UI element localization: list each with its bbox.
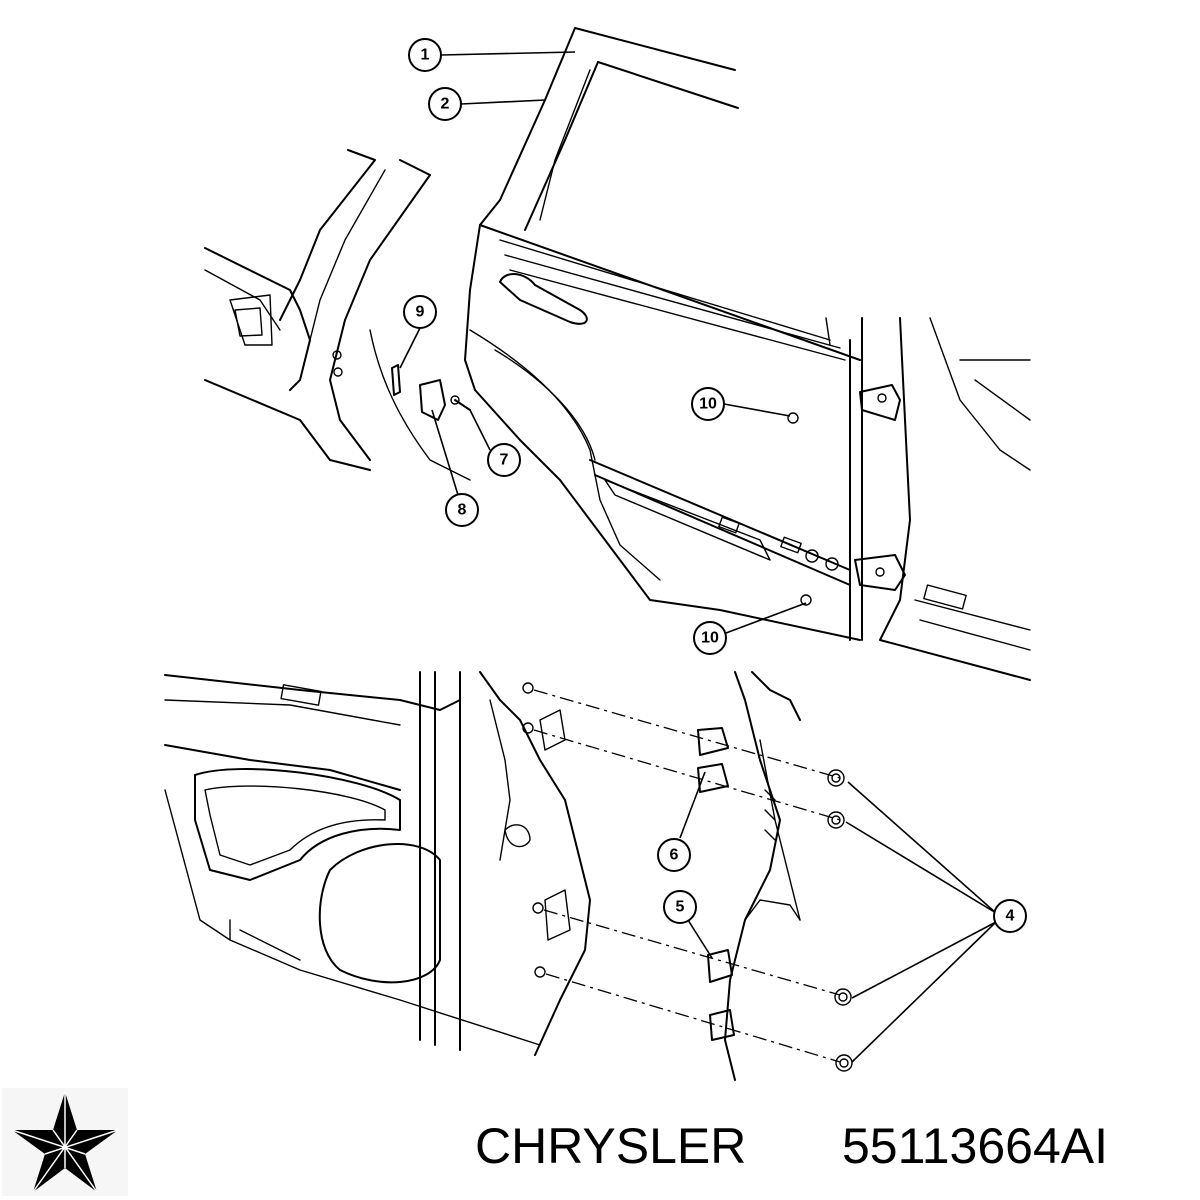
callout-9: 9 [403, 295, 437, 329]
part-number: 55113664AI [842, 1118, 1108, 1174]
svg-text:10: 10 [699, 396, 717, 413]
body-opening-illustration [204, 149, 471, 481]
svg-text:10: 10 [701, 630, 719, 647]
leader-lines [399, 51, 997, 1063]
svg-text:7: 7 [500, 452, 509, 469]
callout-5: 5 [663, 890, 697, 924]
callout-10-upper: 10 [691, 387, 725, 421]
callout-1: 1 [408, 38, 442, 72]
svg-text:6: 6 [670, 847, 679, 864]
callout-8: 8 [445, 493, 479, 527]
callout-7: 7 [487, 443, 521, 477]
svg-text:9: 9 [416, 304, 425, 321]
callout-2: 2 [428, 87, 462, 121]
brand-name: CHRYSLER [475, 1118, 746, 1174]
chrysler-pentastar-icon [2, 1088, 128, 1196]
svg-text:5: 5 [676, 899, 685, 916]
callout-6: 6 [657, 838, 691, 872]
svg-text:8: 8 [458, 502, 467, 519]
rear-door-illustration [464, 27, 1031, 681]
callout-10-lower: 10 [693, 621, 727, 655]
svg-text:4: 4 [1006, 908, 1015, 925]
hinge-detail-illustration [164, 671, 853, 1081]
svg-text:1: 1 [421, 47, 430, 64]
callout-4: 4 [993, 899, 1027, 933]
svg-text:2: 2 [441, 96, 450, 113]
